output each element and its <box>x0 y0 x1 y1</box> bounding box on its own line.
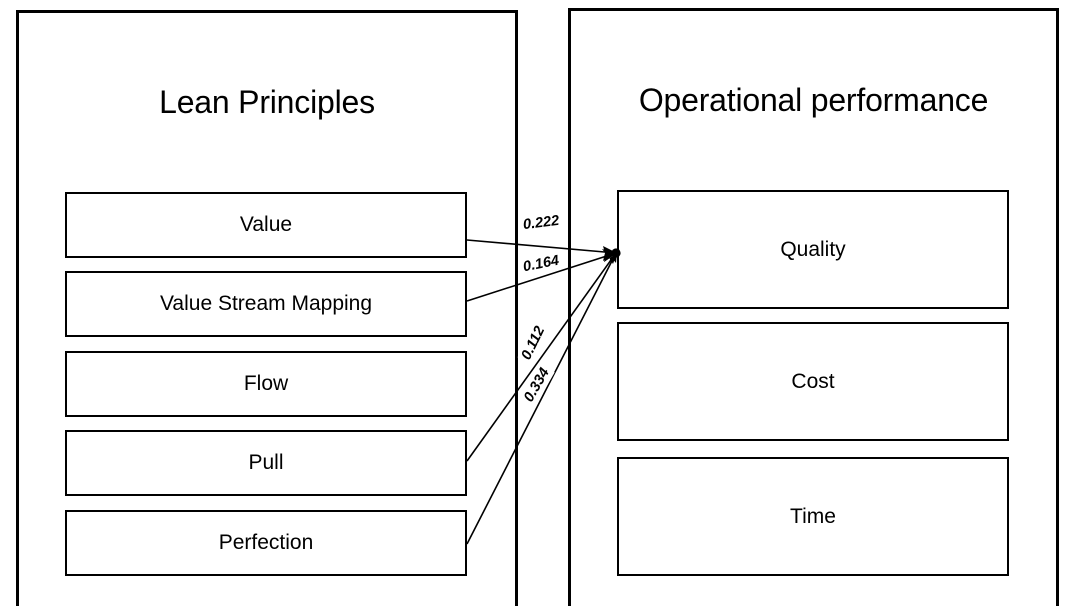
node-label: Cost <box>791 369 835 393</box>
node-value[interactable]: Value <box>65 192 467 258</box>
node-value-stream-mapping[interactable]: Value Stream Mapping <box>65 271 467 337</box>
node-quality[interactable]: Quality <box>617 190 1009 309</box>
node-label: Quality <box>780 237 846 261</box>
node-label: Perfection <box>218 531 314 555</box>
node-label: Value Stream Mapping <box>159 292 373 316</box>
edge-label-vsm-to-quality: 0.164 <box>519 252 563 277</box>
edge-label-value-to-quality: 0.222 <box>520 212 563 234</box>
node-label: Time <box>790 504 836 528</box>
edge-label-pull-to-quality: 0.112 <box>517 322 550 365</box>
node-cost[interactable]: Cost <box>617 322 1009 441</box>
panel-title-operational-performance: Operational performance <box>638 82 989 118</box>
node-time[interactable]: Time <box>617 457 1009 576</box>
node-label: Value <box>239 213 293 237</box>
node-flow[interactable]: Flow <box>65 351 467 417</box>
node-label: Flow <box>243 372 289 396</box>
node-perfection[interactable]: Perfection <box>65 510 467 576</box>
edge-label-perfection-to-quality: 0.334 <box>519 363 555 407</box>
node-label: Pull <box>248 451 284 475</box>
panel-title-lean-principles: Lean Principles <box>159 84 375 120</box>
node-pull[interactable]: Pull <box>65 430 467 496</box>
